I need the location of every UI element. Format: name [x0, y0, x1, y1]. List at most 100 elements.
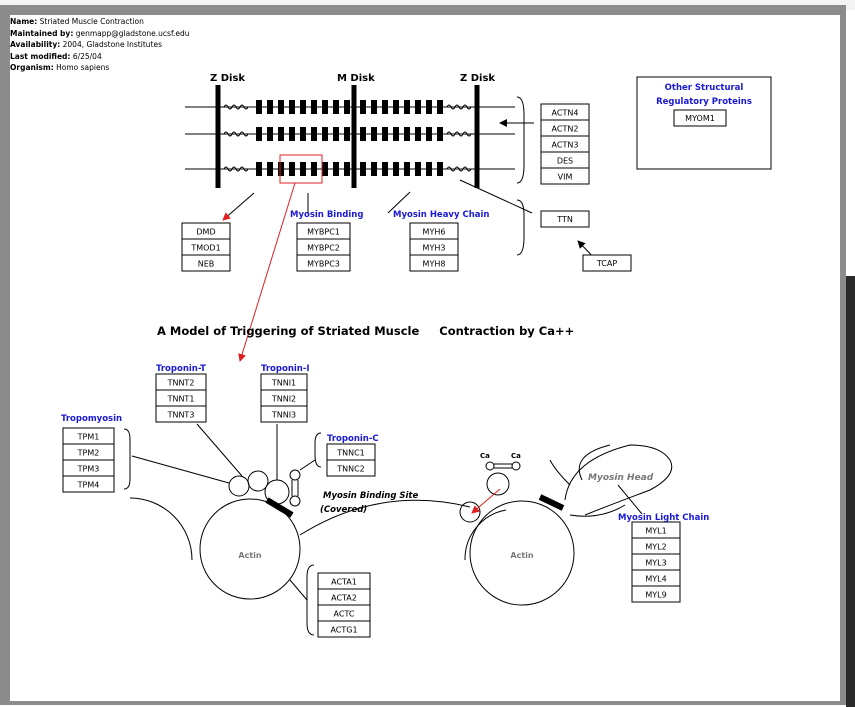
gene-label-tnni2: TNNI2 — [271, 395, 296, 404]
myosin-block-2-14 — [415, 162, 421, 176]
troponin-bead-right-2 — [487, 473, 509, 495]
myosin-light-chain-gene-list: MYL1MYL2MYL3MYL4MYL9 — [632, 522, 680, 602]
gene-label-mybpc1: MYBPC1 — [307, 228, 340, 237]
gene-label-tpm1: TPM1 — [77, 433, 100, 442]
actin-label-left: Actin — [238, 551, 262, 560]
myosin-heavy-chain-gene-list: MYH6MYH3MYH8 — [410, 223, 458, 271]
myl-connector — [618, 485, 642, 514]
binding-site-covered — [267, 500, 292, 515]
titin-spring-right-1 — [447, 132, 471, 136]
pathway-canvas: Name: Striated Muscle Contraction Mainta… — [10, 15, 840, 701]
tnnt-connector — [197, 424, 242, 476]
myosin-block-0-1 — [267, 100, 273, 114]
myosin-block-0-16 — [437, 100, 443, 114]
gene-label-actn2: ACTN2 — [552, 125, 579, 134]
myosin-block-1-10 — [371, 127, 377, 141]
tpm-brace — [124, 429, 130, 489]
ttn-line — [460, 180, 532, 213]
acta-connector — [290, 580, 307, 600]
gene-label-actg1: ACTG1 — [330, 626, 357, 635]
gene-label-myh3: MYH3 — [423, 244, 446, 253]
tnnc-connector — [300, 460, 315, 470]
gene-label-neb: NEB — [198, 260, 215, 269]
myosin-block-2-0 — [256, 162, 262, 176]
background-page-edge — [846, 276, 855, 707]
myosin-binding-label: Myosin Binding — [290, 210, 363, 220]
ca-arrow — [472, 489, 500, 513]
gene-label-myl2: MYL2 — [645, 543, 666, 552]
gene-label-myh8: MYH8 — [423, 260, 446, 269]
titin-spring-left-0 — [224, 105, 248, 109]
myosin-block-2-7 — [333, 162, 339, 176]
myosin-block-0-10 — [371, 100, 377, 114]
myosin-block-1-7 — [333, 127, 339, 141]
ca-bead-left — [486, 462, 494, 470]
myosin-block-0-3 — [289, 100, 295, 114]
myosin-block-1-13 — [404, 127, 410, 141]
myosin-block-1-6 — [322, 127, 328, 141]
image-viewer-frame: Name: Striated Muscle Contraction Mainta… — [0, 5, 846, 705]
troponin-c-bead-bottom — [290, 496, 300, 506]
titin-spring-left-2 — [224, 167, 248, 171]
gene-label-tnni3: TNNI3 — [271, 411, 296, 420]
binding-site-exposed — [540, 497, 563, 508]
gene-label-myh6: MYH6 — [423, 228, 446, 237]
gene-label-tnnc1: TNNC1 — [336, 449, 365, 458]
myosin-block-2-10 — [371, 162, 377, 176]
troponin-t-gene-list: TNNT2TNNT1TNNT3 — [156, 374, 206, 422]
myosin-block-1-5 — [311, 127, 317, 141]
myosin-block-1-15 — [426, 127, 432, 141]
ca-label-left: Ca — [480, 452, 490, 460]
troponin-t-label: Troponin-T — [156, 364, 206, 374]
myosin-block-2-9 — [360, 162, 366, 176]
myosin-block-0-11 — [382, 100, 388, 114]
myosin-heavy-chain-label: Myosin Heavy Chain — [393, 210, 489, 220]
myosin-block-2-1 — [267, 162, 273, 176]
myosin-block-1-8 — [344, 127, 350, 141]
gene-label-actn3: ACTN3 — [552, 141, 579, 150]
troponin-c-gene-list: TNNC1TNNC2 — [327, 444, 375, 476]
myosin-neck-1 — [550, 460, 570, 485]
gene-label-tpm4: TPM4 — [77, 481, 100, 490]
myosin-block-2-4 — [300, 162, 306, 176]
myosin-block-0-14 — [415, 100, 421, 114]
ca-label-right: Ca — [511, 452, 521, 460]
gene-label-dmd: DMD — [196, 228, 215, 237]
myosin-block-0-7 — [333, 100, 339, 114]
model-title: A Model of Triggering of Striated Muscle… — [157, 324, 574, 338]
troponin-c-bead-top — [290, 470, 300, 480]
myosin-block-2-6 — [322, 162, 328, 176]
myosin-block-2-11 — [382, 162, 388, 176]
myosin-head-outline-bottom — [570, 505, 625, 516]
myosin-block-1-14 — [415, 127, 421, 141]
gene-label-myl9: MYL9 — [645, 591, 666, 600]
myosin-block-2-13 — [404, 162, 410, 176]
z-disk-left-label: Z Disk — [210, 73, 245, 84]
myosin-block-1-2 — [278, 127, 284, 141]
gene-label-tnnt2: TNNT2 — [167, 379, 195, 388]
actn-brace — [517, 97, 524, 183]
tropomyosin-bead-1 — [229, 476, 249, 496]
myosin-block-0-0 — [256, 100, 262, 114]
myosin-block-1-11 — [382, 127, 388, 141]
actin-arc-right — [465, 510, 506, 560]
other-structural-title-1: Other Structural — [665, 83, 744, 93]
gene-label-vim: VIM — [558, 173, 573, 182]
myosin-head-label: Myosin Head — [588, 473, 654, 483]
gene-label-acta2: ACTA2 — [331, 594, 357, 603]
myosin-block-1-16 — [437, 127, 443, 141]
myosin-block-2-2 — [278, 162, 284, 176]
gene-label-actn4: ACTN4 — [552, 109, 579, 118]
sarcomere-filaments — [185, 85, 515, 188]
myosin-block-2-8 — [344, 162, 350, 176]
thin-filament-gene-list: DMDTMOD1NEB — [182, 223, 230, 271]
z-disk-right-label: Z Disk — [460, 73, 495, 84]
other-structural-title-2: Regulatory Proteins — [656, 97, 752, 107]
acta-brace — [307, 565, 314, 635]
gene-label-mybpc3: MYBPC3 — [307, 260, 340, 269]
myosin-block-0-12 — [393, 100, 399, 114]
pathway-diagram: Z Disk M Disk Z Disk ACTN4ACTN2AC — [10, 15, 840, 701]
